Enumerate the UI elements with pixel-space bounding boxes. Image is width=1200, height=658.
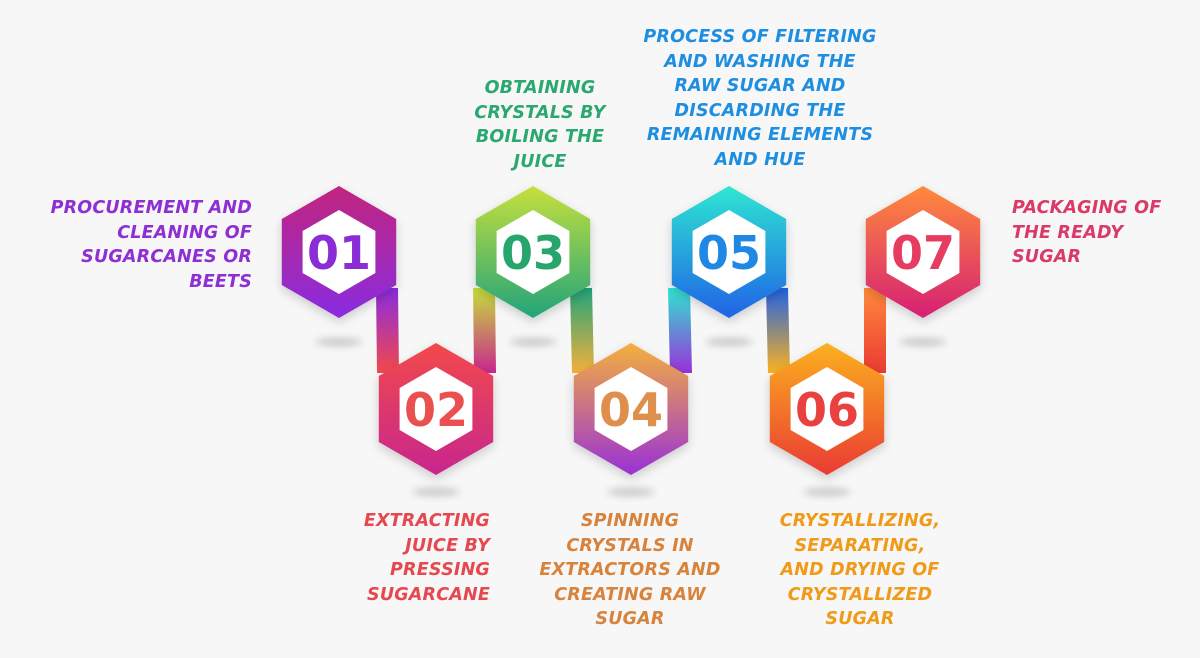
step-02-number: 02 <box>404 383 468 437</box>
step-04-label: SPINNING CRYSTALS IN EXTRACTORS AND CREA… <box>539 511 721 629</box>
floor-shadow <box>705 338 753 346</box>
step-01-hexagon: 01 <box>281 186 397 318</box>
hexagon-inner <box>302 210 376 294</box>
hexagon-steps: 01 02 03 04 05 06 07 <box>281 186 981 475</box>
floor-shadow <box>412 488 460 496</box>
step-06-hexagon: 06 <box>769 343 885 475</box>
hexagon-inner <box>692 210 766 294</box>
step-07-number: 07 <box>891 226 955 280</box>
floor-shadows <box>315 338 947 496</box>
hexagon-inner <box>886 210 960 294</box>
connector-5-6 <box>766 288 790 373</box>
connector-4-5 <box>668 288 692 373</box>
step-03-number: 03 <box>501 226 565 280</box>
step-03-label: OBTAINING CRYSTALS BY BOILING THE JUICE <box>474 78 606 172</box>
floor-shadow <box>803 488 851 496</box>
hexagon-inner <box>790 367 864 451</box>
step-02-label: EXTRACTING JUICE BY PRESSING SUGARCANE <box>363 511 490 605</box>
step-03-hexagon: 03 <box>475 186 591 318</box>
hexagon-inner <box>594 367 668 451</box>
floor-shadow <box>899 338 947 346</box>
connector-3-4 <box>570 288 594 373</box>
connectors <box>376 288 886 373</box>
hexagon-inner <box>496 210 570 294</box>
step-07-label: PACKAGING OF THE READY SUGAR <box>1012 198 1162 267</box>
step-01-label: PROCUREMENT AND CLEANING OF SUGARCANES O… <box>50 198 252 292</box>
step-05-hexagon: 05 <box>671 186 787 318</box>
floor-shadow <box>509 338 557 346</box>
step-01-number: 01 <box>307 226 371 280</box>
connector-1-2 <box>376 288 399 373</box>
step-06-label: CRYSTALLIZING, SEPARATING, AND DRYING OF… <box>779 511 941 629</box>
step-05-label: PROCESS OF FILTERING AND WASHING THE RAW… <box>643 27 877 170</box>
hexagon-inner <box>399 367 473 451</box>
connector-6-7 <box>864 288 886 373</box>
floor-shadow <box>315 338 363 346</box>
step-05-number: 05 <box>697 226 761 280</box>
step-02-hexagon: 02 <box>378 343 494 475</box>
step-04-hexagon: 04 <box>573 343 689 475</box>
connector-2-3 <box>473 288 496 373</box>
step-04-number: 04 <box>599 383 663 437</box>
floor-shadow <box>607 488 655 496</box>
step-06-number: 06 <box>795 383 859 437</box>
step-07-hexagon: 07 <box>865 186 981 318</box>
